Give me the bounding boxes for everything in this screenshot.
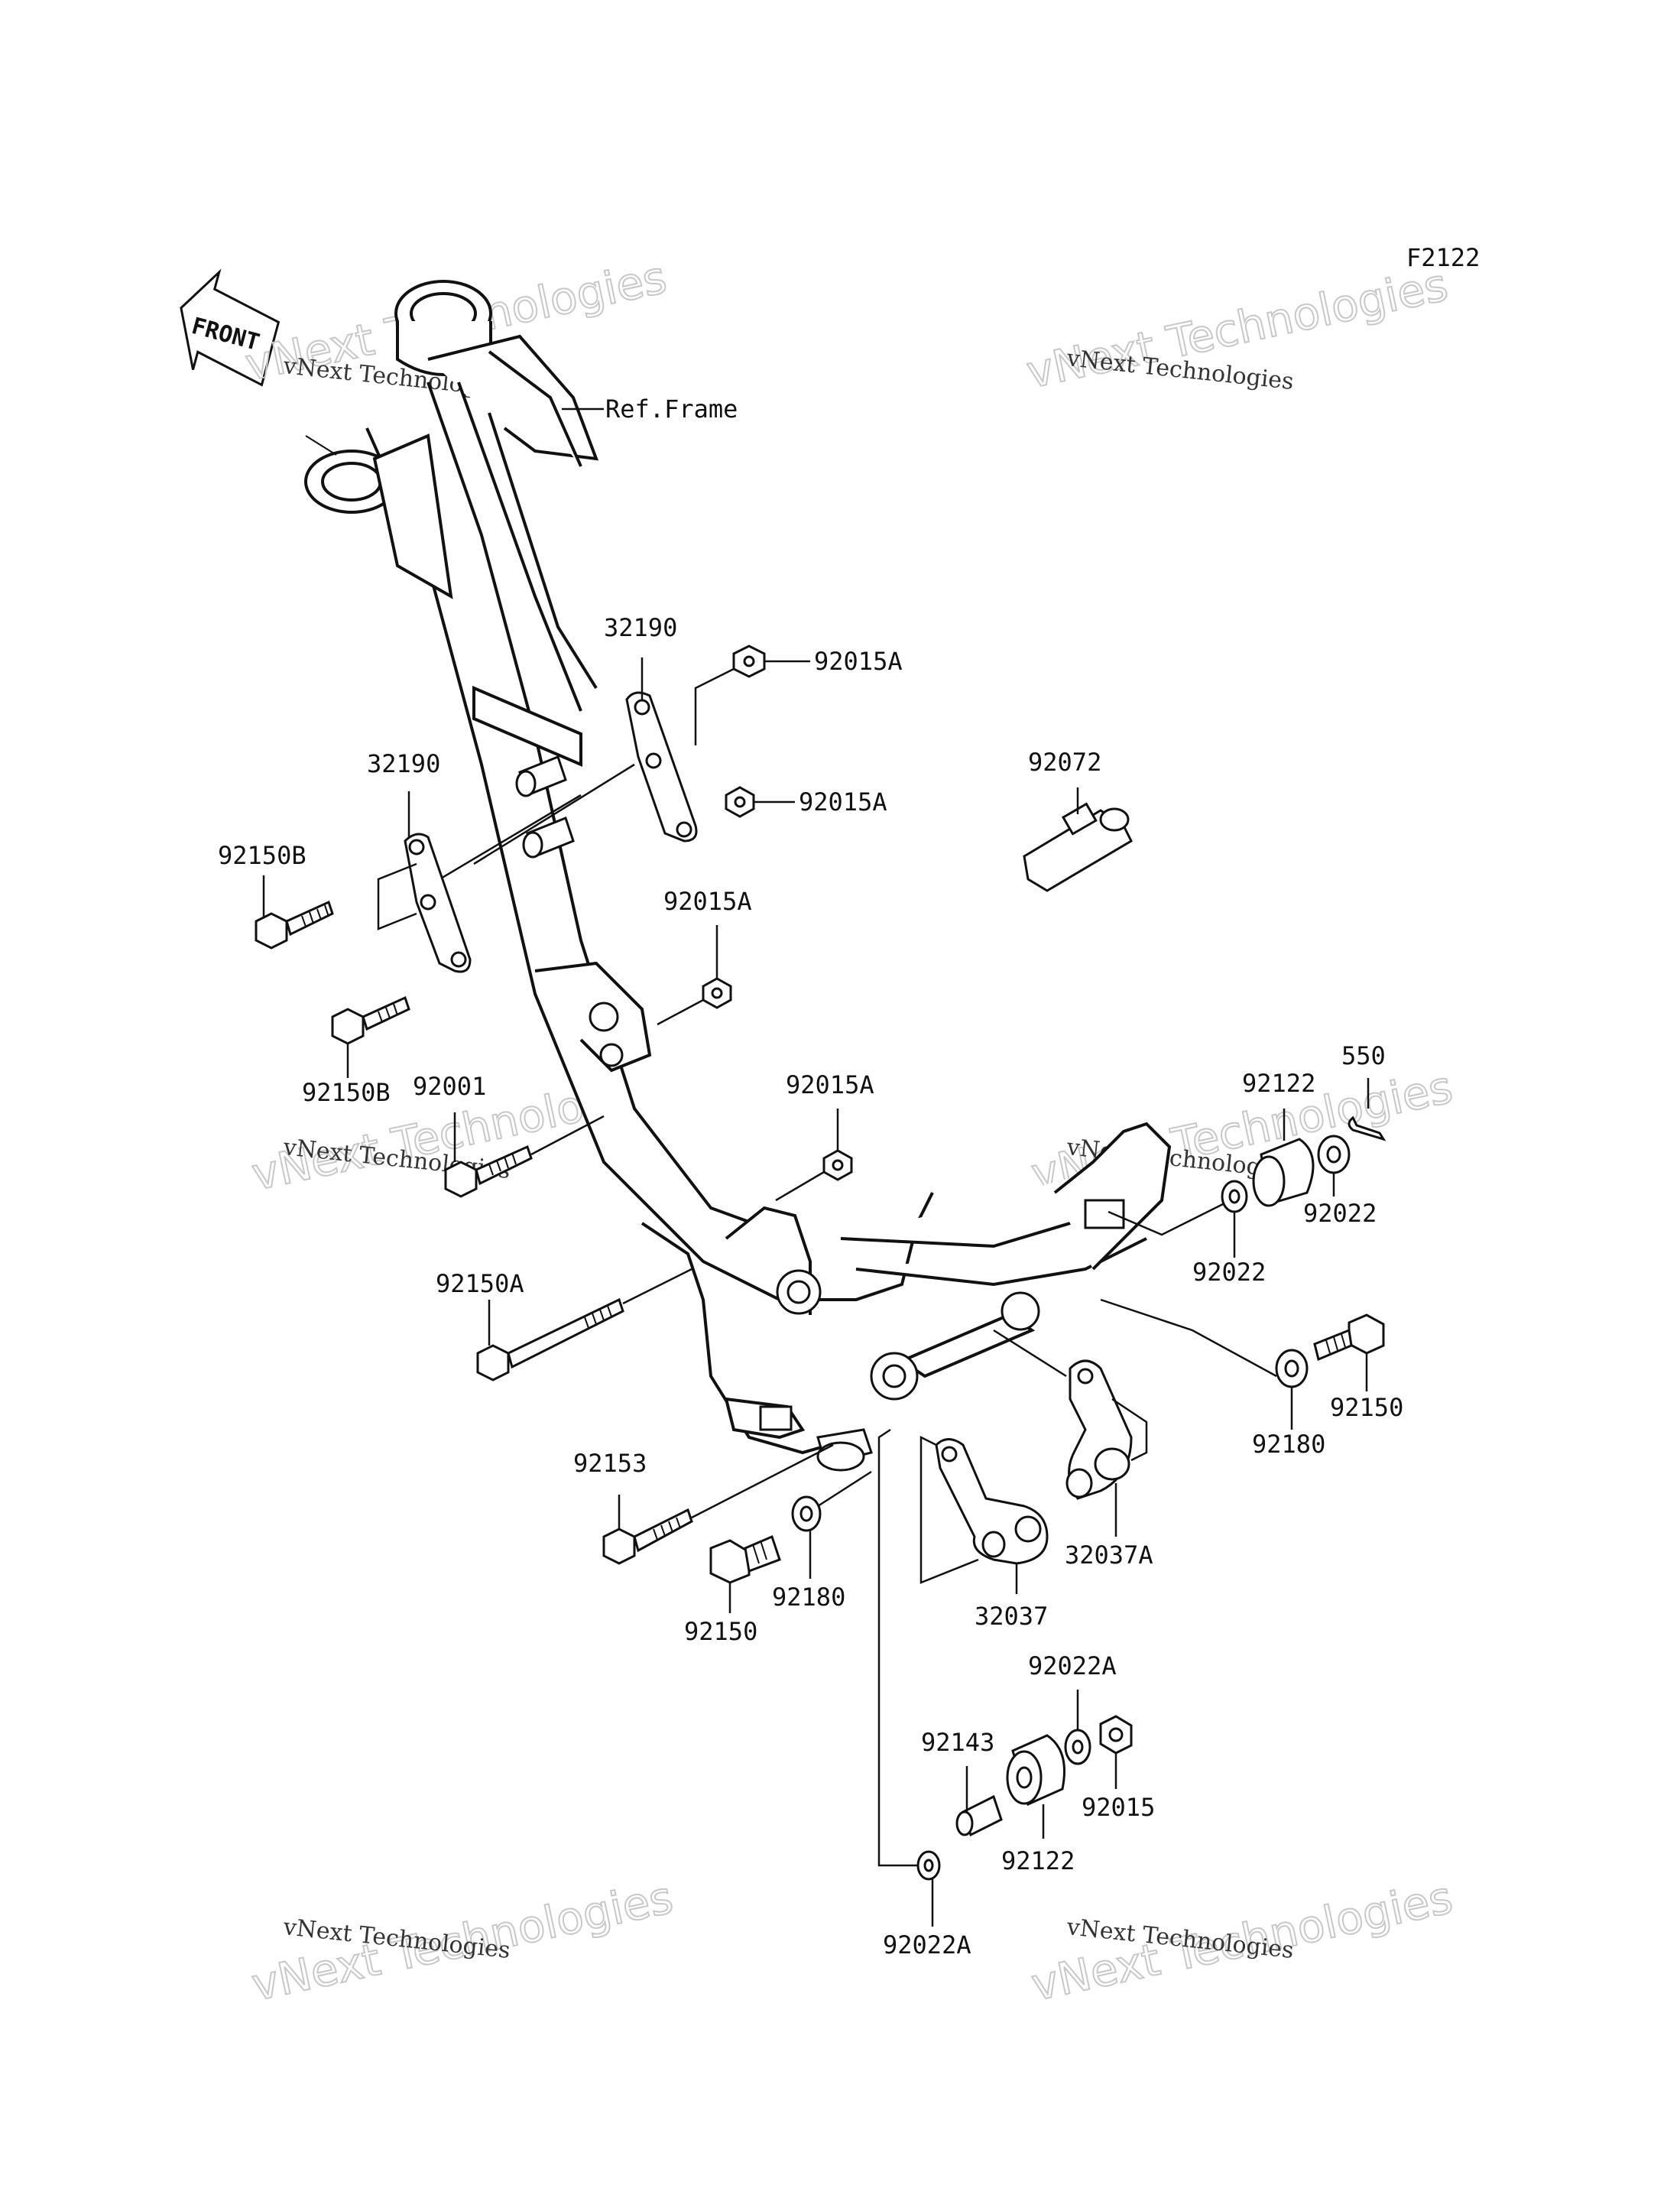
motorcycle-frame	[304, 280, 1172, 1472]
part-92072-clamp	[1023, 802, 1133, 892]
label-32037: 32037	[975, 1602, 1048, 1631]
label-32037A: 32037A	[1065, 1541, 1153, 1570]
label-92143: 92143	[921, 1728, 994, 1757]
label-92015A-1: 92015A	[814, 647, 903, 676]
part-550-cotter-pin	[1348, 1115, 1386, 1141]
diagram-code: F2122	[1406, 243, 1480, 272]
part-92150-bolt-bottom	[709, 1534, 781, 1584]
part-92022-washer-mid	[1221, 1180, 1248, 1213]
part-92022A-washer-top	[1064, 1729, 1091, 1765]
part-92015A-nut-2	[725, 786, 755, 818]
label-92015A-2: 92015A	[799, 787, 887, 817]
part-32037A-bracket	[1065, 1359, 1133, 1500]
part-92015A-nut-1	[732, 644, 766, 678]
label-92022-mid: 92022	[1192, 1258, 1266, 1287]
label-92015A-4: 92015A	[786, 1070, 874, 1099]
label-92150B-top: 92150B	[218, 841, 306, 870]
part-92150-bolt-right	[1313, 1313, 1385, 1362]
part-92150B-bolt-bottom	[331, 995, 410, 1045]
label-92150A: 92150A	[436, 1269, 524, 1298]
part-92150A-long-bolt	[476, 1297, 624, 1381]
part-32037-bracket	[935, 1438, 1049, 1565]
label-92022-right: 92022	[1303, 1199, 1377, 1228]
label-92015A-3: 92015A	[663, 887, 752, 916]
label-92022A-bottom: 92022A	[883, 1930, 971, 1959]
part-92015-nut	[1099, 1715, 1133, 1755]
part-92001-bolt	[444, 1144, 533, 1198]
part-92180-washer-bottom	[791, 1495, 822, 1532]
part-92180-washer-right	[1275, 1349, 1309, 1388]
label-92001: 92001	[413, 1072, 486, 1101]
front-arrow-icon: FRONT	[180, 268, 281, 387]
label-92150-right: 92150	[1330, 1393, 1403, 1422]
label-92180-right: 92180	[1252, 1430, 1325, 1459]
part-92022A-washer-bottom	[916, 1850, 941, 1881]
part-32190-top	[625, 691, 698, 843]
part-92153-bolt	[602, 1508, 693, 1565]
part-92150B-bolt-top	[255, 900, 334, 950]
label-92150B-bottom: 92150B	[302, 1078, 391, 1107]
part-92022-washer-right	[1317, 1135, 1351, 1174]
part-92122-damper-top	[1252, 1138, 1315, 1207]
label-92072: 92072	[1028, 748, 1101, 777]
label-92022A-top: 92022A	[1028, 1651, 1117, 1680]
part-32190-left	[404, 833, 472, 973]
label-92015: 92015	[1082, 1793, 1155, 1822]
part-92015A-nut-3	[702, 977, 732, 1009]
ref-frame-label: Ref.Frame	[605, 394, 738, 424]
part-92122-damper-bottom	[1006, 1734, 1065, 1807]
label-92150-bottom: 92150	[684, 1617, 757, 1646]
label-32190-left: 32190	[367, 749, 440, 778]
spacer-collar-upper	[515, 755, 575, 859]
part-92143-collar	[955, 1794, 1003, 1837]
label-32190-top: 32190	[604, 613, 677, 642]
label-550: 550	[1341, 1041, 1386, 1070]
label-92122-bottom: 92122	[1001, 1846, 1075, 1875]
part-92015A-nut-4	[822, 1149, 853, 1181]
label-92122-top: 92122	[1242, 1069, 1315, 1098]
label-92153: 92153	[573, 1449, 647, 1478]
label-92180-bottom: 92180	[772, 1583, 845, 1612]
